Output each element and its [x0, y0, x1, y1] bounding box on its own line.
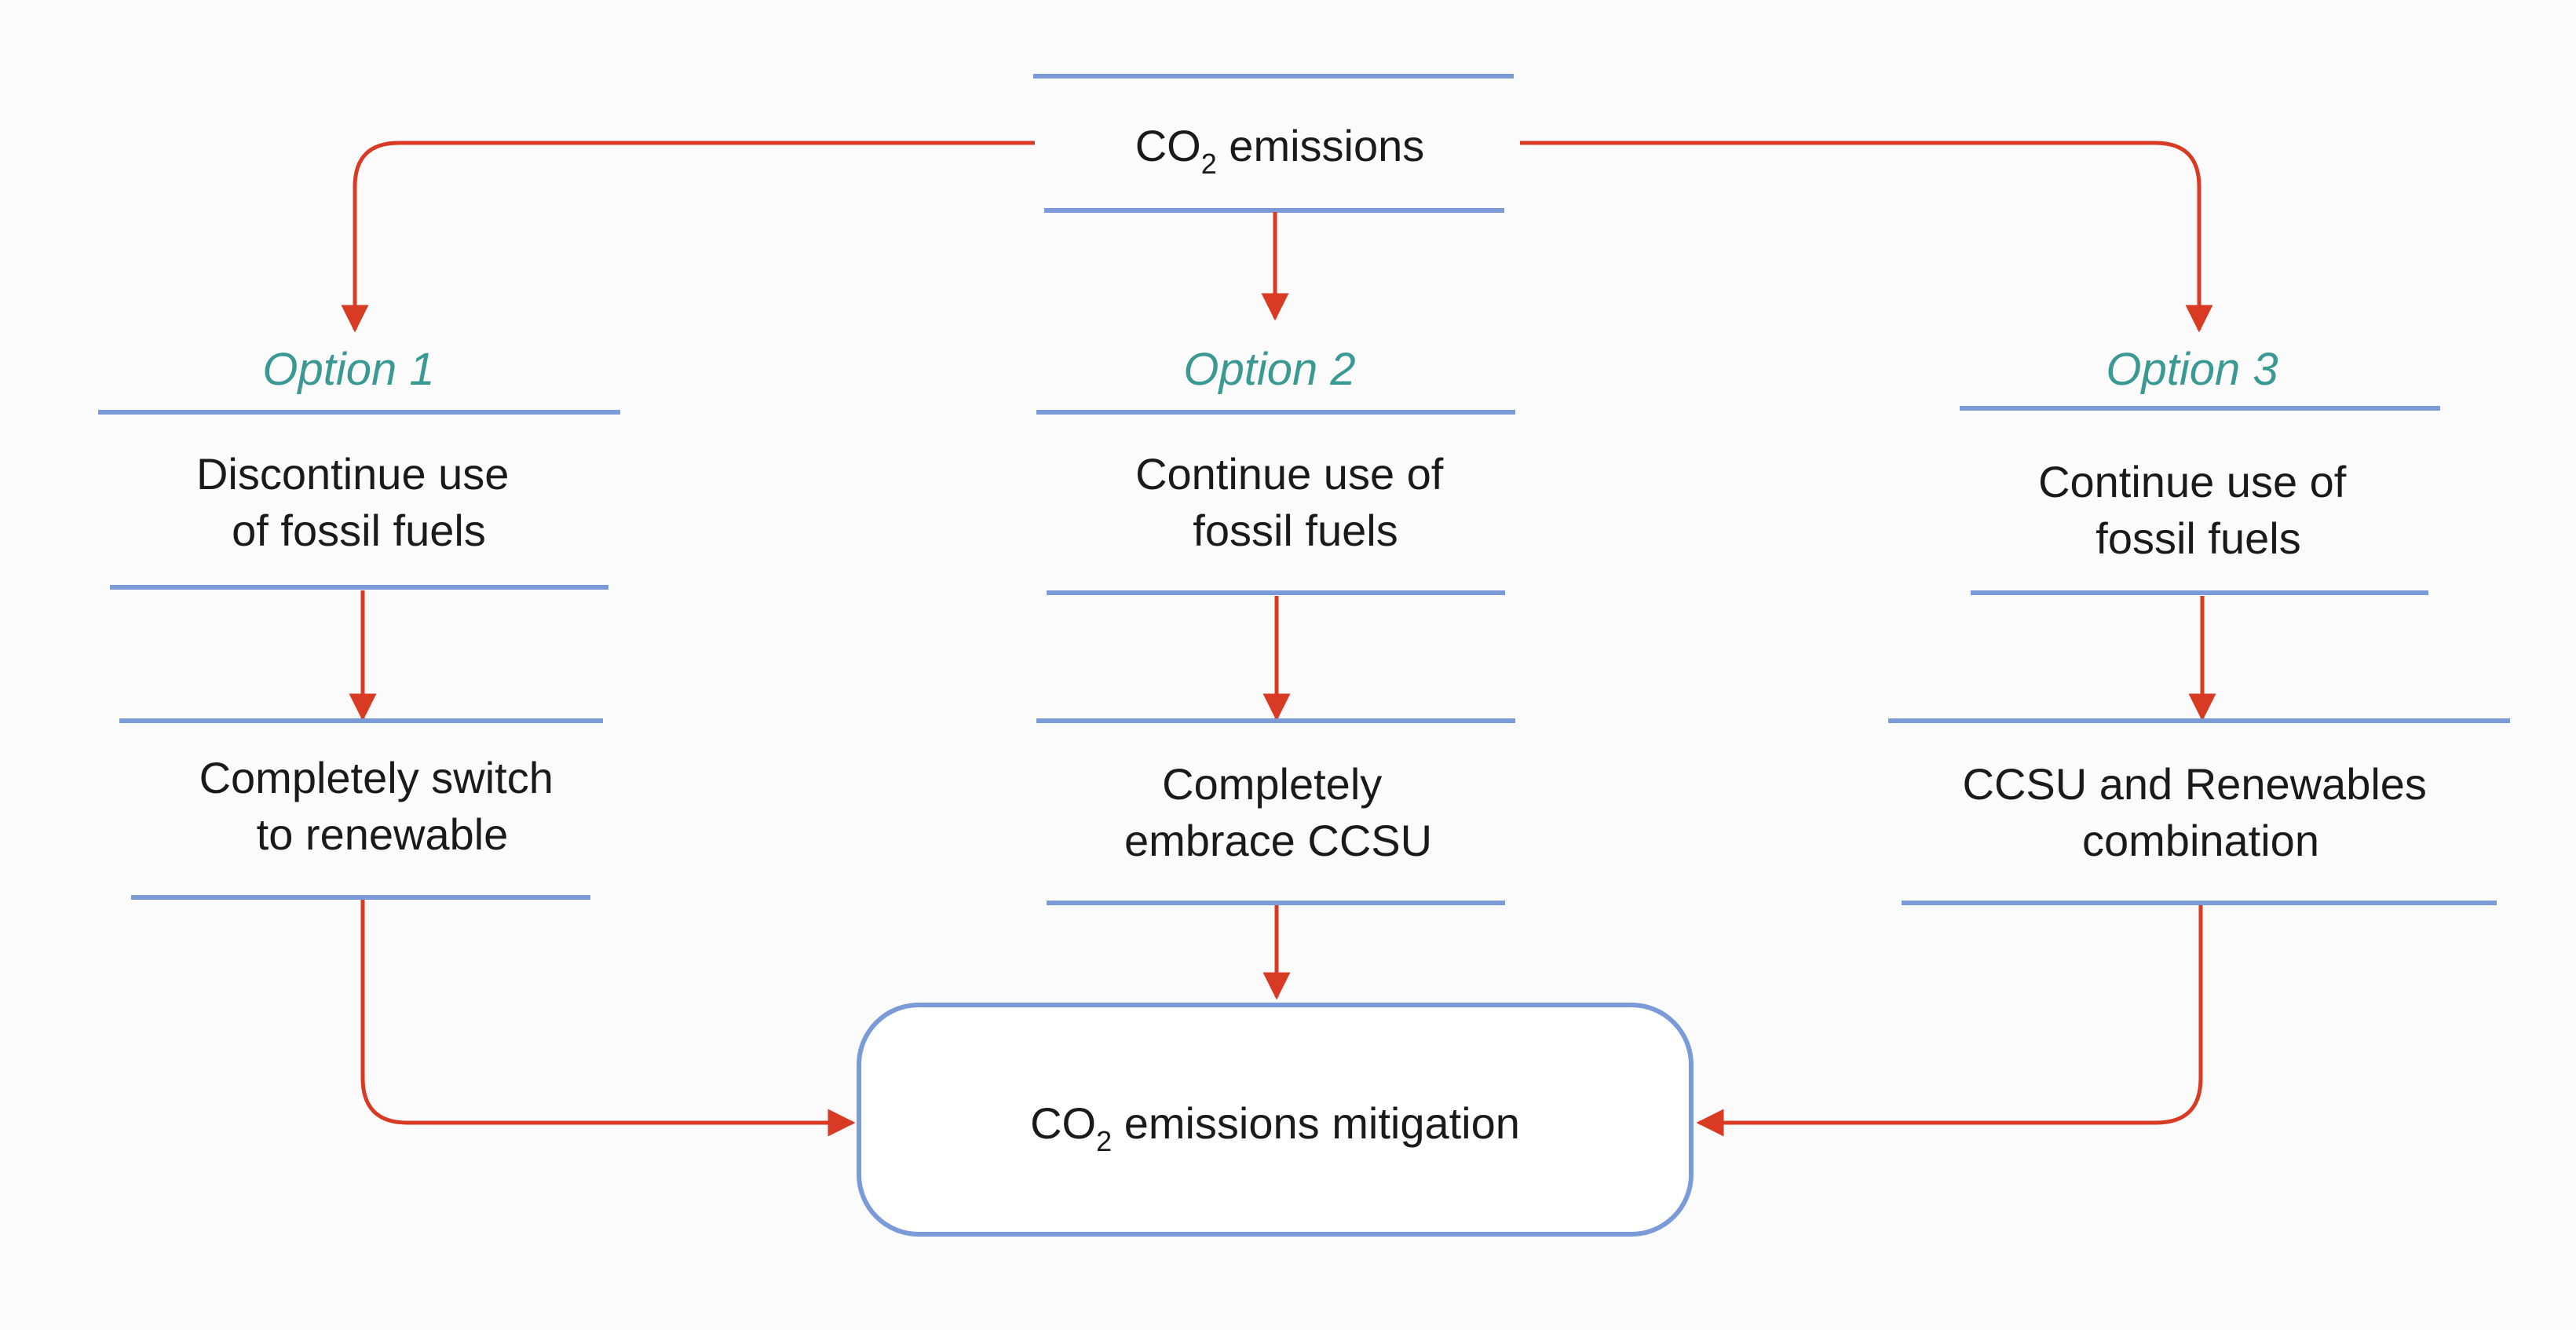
- arrow-to-option-3: [1520, 141, 2213, 333]
- result-box: [857, 1003, 1694, 1237]
- option-1-column: Option 1 Discontinue use of fossil fuels…: [98, 344, 620, 900]
- option-3-label: Option 3: [2106, 344, 2278, 395]
- option-3-step2: CCSU and Renewables combination: [1963, 759, 2439, 865]
- option-1-label: Option 1: [262, 344, 434, 395]
- result-connectors: [360, 900, 2203, 1137]
- option-1-step1: Discontinue use of fossil fuels: [196, 449, 521, 555]
- co2-mitigation-node: CO2 emissions mitigation: [857, 1003, 1694, 1237]
- arrow-to-option-1: [341, 141, 1035, 333]
- arrow-option-1-to-result: [360, 900, 856, 1137]
- arrow-option-3-to-result: [1696, 905, 2203, 1137]
- co2-emissions-label: CO2 emissions: [1135, 121, 1425, 180]
- result-label: CO2 emissions mitigation: [1030, 1098, 1520, 1157]
- option-1-step2: Completely switch to renewable: [199, 753, 566, 859]
- co2-emissions-node: CO2 emissions: [1033, 74, 1514, 213]
- top-connectors: [341, 141, 2213, 333]
- option-2-step1: Continue use of fossil fuels: [1135, 449, 1456, 555]
- option-2-label: Option 2: [1183, 344, 1355, 395]
- option-3-column: Option 3 Continue use of fossil fuels CC…: [1888, 344, 2510, 905]
- option-2-column: Option 2 Continue use of fossil fuels Co…: [1036, 344, 1515, 1000]
- option-3-step1: Continue use of fossil fuels: [2038, 457, 2359, 563]
- option-2-step2: Completely embrace CCSU: [1124, 759, 1432, 865]
